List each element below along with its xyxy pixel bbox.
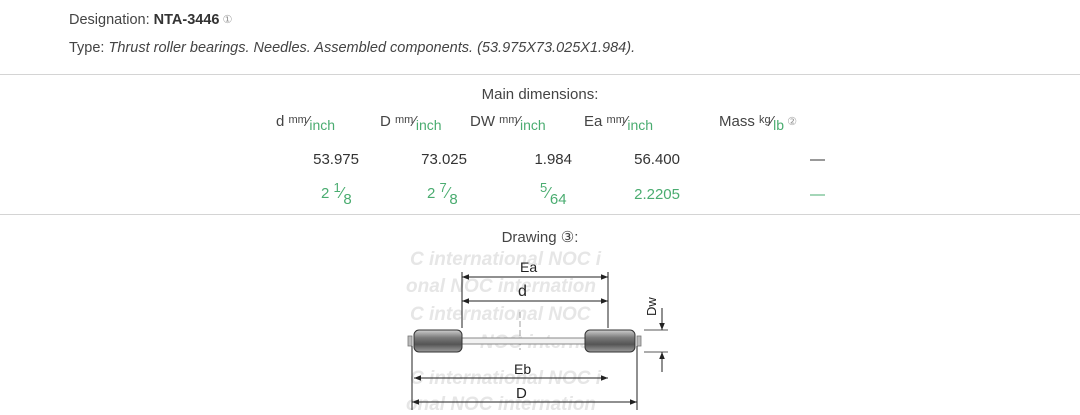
value-mass-kg: — bbox=[810, 151, 825, 168]
type-value: Thrust roller bearings. Needles. Assembl… bbox=[108, 40, 636, 56]
col-header-D: D mm⁄inch bbox=[380, 113, 442, 133]
designation-value: NTA-3446 bbox=[153, 12, 220, 28]
value-D-inch: 2 7⁄8 bbox=[427, 180, 458, 208]
col-header-Ea: Ea mm⁄inch bbox=[584, 113, 654, 133]
label-Dw: Dw bbox=[644, 297, 659, 316]
label-Eb: Eb bbox=[514, 361, 531, 377]
divider-bottom bbox=[0, 214, 1080, 215]
designation-info-icon[interactable]: ① bbox=[222, 14, 233, 26]
type-label: Type: bbox=[69, 40, 105, 56]
drawing-title: Drawing ③: bbox=[501, 229, 579, 246]
label-D: D bbox=[516, 385, 527, 402]
col-header-d: d mm⁄inch bbox=[276, 113, 336, 133]
main-dimensions-title: Main dimensions: bbox=[481, 86, 599, 103]
type-line: Type: Thrust roller bearings. Needles. A… bbox=[69, 40, 635, 56]
value-d-mm: 53.975 bbox=[313, 151, 359, 168]
divider-top bbox=[0, 74, 1080, 75]
svg-text:C international NOC: C international NOC bbox=[410, 304, 591, 325]
value-D-mm: 73.025 bbox=[421, 151, 467, 168]
value-d-inch: 2 1⁄8 bbox=[321, 180, 352, 208]
label-Ea: Ea bbox=[520, 259, 537, 275]
svg-text:C international NOC i: C international NOC i bbox=[410, 250, 602, 270]
value-Ea-mm: 56.400 bbox=[634, 151, 680, 168]
value-Ea-inch: 2.2205 bbox=[634, 186, 680, 203]
col-header-DW: DW mm⁄inch bbox=[470, 113, 546, 133]
value-DW-inch: 5⁄64 bbox=[540, 180, 567, 208]
bearing-drawing: C international NOC i onal NOC internati… bbox=[406, 250, 668, 415]
value-DW-mm: 1.984 bbox=[534, 151, 572, 168]
mass-info-icon[interactable]: ② bbox=[787, 116, 797, 128]
designation-label: Designation: bbox=[69, 12, 150, 28]
svg-text:onal NOC internation: onal NOC internation bbox=[406, 276, 596, 297]
value-mass-lb: — bbox=[810, 186, 825, 203]
label-d: d bbox=[518, 283, 527, 300]
svg-text:onal NOC internation: onal NOC internation bbox=[406, 394, 596, 415]
